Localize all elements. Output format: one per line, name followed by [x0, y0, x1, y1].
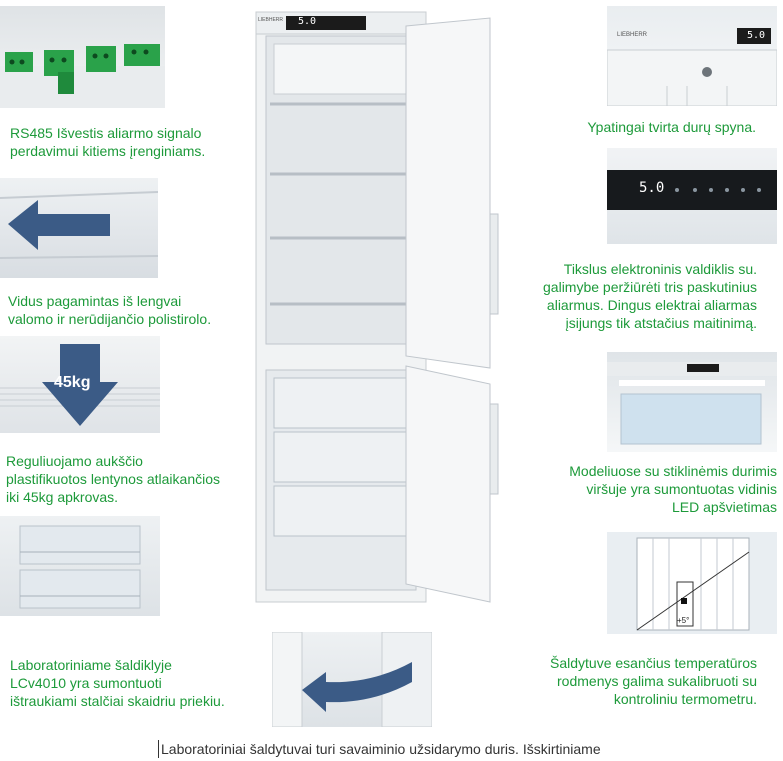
led-caption: Modeliuose su stiklinėmis durimis viršuj… [569, 463, 777, 515]
fridge-brand: LIEBHERR [258, 17, 284, 23]
interior-thumbnail [0, 178, 158, 278]
curved-arrow-icon [302, 662, 412, 712]
controller-caption: Tikslus elektroninis valdiklis su. galim… [543, 261, 757, 331]
drawers-thumbnail [0, 516, 160, 616]
rs485-caption: RS485 Išvestis aliarmo signalo perdavimu… [10, 125, 206, 159]
controller-thumbnail: 5.0 [607, 148, 777, 244]
controller-display: 5.0 [639, 180, 665, 196]
thermo-caption: Šaldytuve esančius temperatūros rodmenys… [550, 655, 757, 707]
rs485-connectors-image [0, 44, 165, 108]
lock-thumbnail: 5.0 LIEBHERR [607, 6, 777, 106]
rs485-thumbnail [0, 6, 165, 108]
interior-caption: Vidus pagamintas iš lengvai valomo ir ne… [8, 293, 212, 327]
shelves-caption: Reguliuojamo aukščio plastifikuotos lent… [6, 453, 221, 505]
angle-label: +5° [677, 616, 690, 625]
door-close-thumbnail [272, 632, 432, 727]
down-arrow-icon [42, 344, 118, 426]
shelf-thumbnail: 45kg [0, 336, 160, 433]
led-thumbnail [607, 352, 777, 452]
fridge-display: 5.0 [298, 16, 317, 27]
lock-icon [702, 67, 712, 77]
bottom-note: Laboratoriniai šaldytuvai turi savaimini… [158, 740, 601, 758]
thermo-thumbnail: +5° [607, 532, 777, 634]
freezer-caption: Laboratoriniame šaldiklyje LCv4010 yra s… [10, 657, 225, 709]
fridge-image: LIEBHERR 5.0 [240, 4, 500, 610]
lock-brand: LIEBHERR [617, 32, 648, 38]
left-arrow-icon [0, 191, 158, 259]
load-label: 45kg [54, 374, 91, 391]
lock-caption: Ypatingai tvirta durų spyna. [587, 119, 756, 135]
lock-display: 5.0 [747, 30, 766, 41]
